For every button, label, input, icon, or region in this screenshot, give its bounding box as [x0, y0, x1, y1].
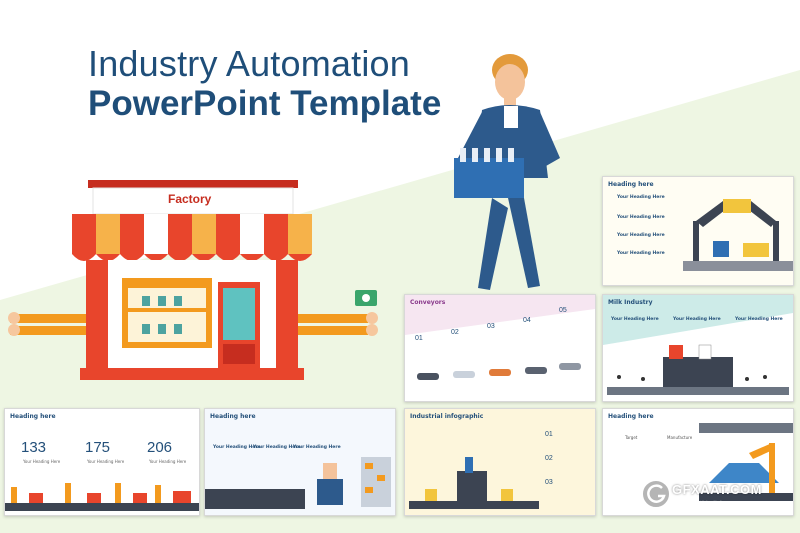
- target-label: Target: [625, 435, 638, 440]
- page-title: Industry Automation PowerPoint Template: [88, 44, 441, 124]
- title-line-1: Industry Automation: [88, 43, 410, 84]
- step-heading: Your Heading Here: [617, 233, 665, 238]
- step-number: 05: [559, 307, 567, 314]
- step-heading: Your Heading Here: [293, 445, 341, 450]
- step-heading: Your Heading Here: [617, 195, 665, 200]
- slide-title: Heading here: [608, 413, 654, 420]
- stat-label: Your Heading Here: [23, 459, 61, 464]
- slide-worker-icons[interactable]: Heading here Your Heading Here Your Head…: [204, 408, 396, 516]
- slide-title: Heading here: [608, 181, 654, 188]
- watermark-text: GFXAAT.COM: [672, 482, 762, 497]
- factory-illustration: [8, 180, 378, 380]
- title-line-2: PowerPoint Template: [88, 84, 442, 123]
- step-number: 01: [545, 431, 553, 438]
- conveyors-header-band: [405, 295, 595, 335]
- plant-graphic: [409, 457, 539, 509]
- step-heading: Your Heading Here: [213, 445, 261, 450]
- car-robot-graphic: [699, 423, 793, 501]
- slide-target-manufacture[interactable]: Heading here Target Manufacture: [602, 408, 794, 516]
- step-number: 01: [415, 335, 423, 342]
- step-heading: Your Heading Here: [617, 215, 665, 220]
- slide-milk-industry[interactable]: Milk Industry Your Heading Here Your Hea…: [602, 294, 794, 402]
- stat-value: 206: [147, 439, 173, 456]
- step-number: 02: [451, 329, 459, 336]
- step-heading: Your Heading Here: [611, 317, 659, 322]
- slide-title: Milk Industry: [608, 299, 653, 306]
- stat-label: Your Heading Here: [149, 459, 187, 464]
- step-heading: Your Heading Here: [735, 317, 783, 322]
- slide-heading-robots[interactable]: Heading here Your Heading Here Your Head…: [602, 176, 794, 286]
- worker-illustration: [454, 54, 560, 290]
- step-number: 04: [523, 317, 531, 324]
- watermark-logo: [641, 479, 671, 509]
- step-number: 03: [545, 479, 553, 486]
- assembly-line-graphic: [5, 483, 199, 511]
- manufacture-label: Manufacture: [667, 435, 693, 440]
- slide-title: Conveyors: [410, 299, 446, 306]
- stat-label: Your Heading Here: [87, 459, 125, 464]
- step-heading: Your Heading Here: [253, 445, 301, 450]
- stat-value: 133: [21, 439, 47, 456]
- slide-title: Industrial infographic: [410, 413, 484, 420]
- step-number: 02: [545, 455, 553, 462]
- slide-title: Heading here: [10, 413, 56, 420]
- slide-industrial-infographic[interactable]: Industrial infographic 01 02 03: [404, 408, 596, 516]
- milk-header-band: [603, 295, 793, 345]
- slide-title: Heading here: [210, 413, 256, 420]
- milk-factory-graphic: [607, 344, 789, 395]
- step-heading: Your Heading Here: [673, 317, 721, 322]
- step-number: 03: [487, 323, 495, 330]
- slide-conveyors[interactable]: Conveyors 01 02 03 04 05: [404, 294, 596, 402]
- conveyors-graphic: [417, 363, 581, 380]
- stat-value: 175: [85, 439, 111, 456]
- watermark-subtext: 资源分享: [700, 501, 725, 508]
- slide-stats[interactable]: Heading here 133 Your Heading Here 175 Y…: [4, 408, 200, 516]
- step-heading: Your Heading Here: [617, 251, 665, 256]
- factory-sign: Factory: [168, 192, 212, 206]
- robot-arms-graphic: [683, 199, 793, 271]
- warehouse-graphic: [205, 457, 391, 509]
